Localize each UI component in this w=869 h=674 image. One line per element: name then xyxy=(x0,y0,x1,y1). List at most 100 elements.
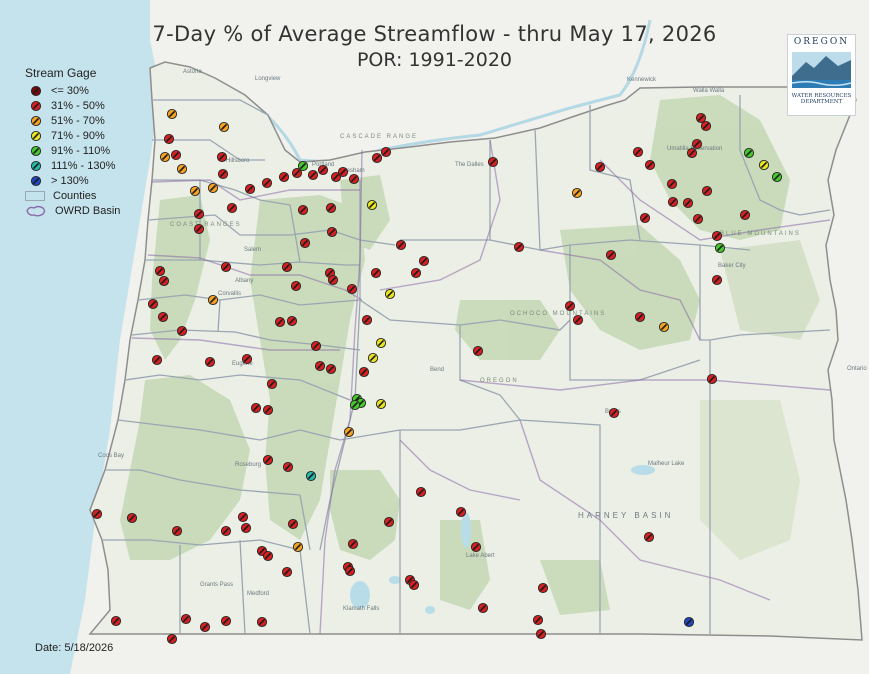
legend-marker xyxy=(30,160,42,171)
gage-marker xyxy=(470,541,482,553)
gage-marker xyxy=(711,230,723,242)
legend-class-label: 111% - 130% xyxy=(51,159,116,172)
place-label: Grants Pass xyxy=(200,582,233,588)
gage-marker xyxy=(256,616,268,628)
gage-marker xyxy=(207,182,219,194)
gage-marker xyxy=(237,511,249,523)
gage-marker xyxy=(594,161,606,173)
gage-marker xyxy=(220,525,232,537)
gage-marker xyxy=(370,267,382,279)
gage-marker xyxy=(180,613,192,625)
gage-marker xyxy=(290,280,302,292)
gage-marker xyxy=(151,354,163,366)
gage-marker xyxy=(695,112,707,124)
map-title: 7-Day % of Average Streamflow - thru May… xyxy=(152,22,717,46)
gage-marker xyxy=(317,164,329,176)
gage-marker xyxy=(358,366,370,378)
gage-marker xyxy=(343,426,355,438)
basin-swatch-icon xyxy=(26,205,46,216)
gage-marker xyxy=(307,169,319,181)
legend-counties-label: Counties xyxy=(53,189,97,202)
gage-marker xyxy=(314,360,326,372)
gage-marker xyxy=(605,249,617,261)
gage-marker xyxy=(348,173,360,185)
gage-marker xyxy=(207,294,219,306)
legend-class-row: 51% - 70% xyxy=(25,113,165,128)
gage-marker xyxy=(571,187,583,199)
gage-marker xyxy=(216,151,228,163)
place-label: Roseburg xyxy=(235,462,261,468)
legend-marker-icon xyxy=(30,145,42,156)
gage-marker xyxy=(714,242,726,254)
legend-marker xyxy=(30,85,42,96)
place-label: Hillsboro xyxy=(226,158,250,164)
legend-marker-icon xyxy=(30,85,42,96)
gage-marker xyxy=(292,541,304,553)
gage-marker xyxy=(564,300,576,312)
gage-marker xyxy=(632,146,644,158)
gage-marker xyxy=(159,151,171,163)
gage-marker xyxy=(126,512,138,524)
legend-class-row: 111% - 130% xyxy=(25,158,165,173)
gage-marker xyxy=(639,212,651,224)
gage-marker xyxy=(286,315,298,327)
gage-marker xyxy=(477,602,489,614)
gage-marker xyxy=(262,404,274,416)
legend-counties-row: Counties xyxy=(25,188,165,203)
place-label: Bend xyxy=(430,367,444,373)
lakes xyxy=(350,465,655,614)
gage-marker xyxy=(297,160,309,172)
legend-marker-icon xyxy=(30,100,42,111)
gage-marker xyxy=(297,204,309,216)
gage-marker xyxy=(472,345,484,357)
legend-marker-icon xyxy=(30,175,42,186)
gage-marker xyxy=(199,621,211,633)
range-label: OREGON xyxy=(480,378,519,384)
place-label: Eugene xyxy=(232,361,253,367)
gage-marker xyxy=(166,633,178,645)
date-label: Date: 5/18/2026 xyxy=(35,642,114,654)
gage-marker xyxy=(384,288,396,300)
gage-marker xyxy=(278,171,290,183)
place-label: Klamath Falls xyxy=(343,606,379,612)
gage-marker xyxy=(220,615,232,627)
gage-marker xyxy=(327,274,339,286)
place-label: Gresham xyxy=(340,168,365,174)
counties-swatch xyxy=(25,190,45,201)
owrd-basin-boundaries xyxy=(131,139,831,635)
gage-marker xyxy=(487,156,499,168)
gage-marker xyxy=(643,531,655,543)
gage-marker xyxy=(266,378,278,390)
gage-marker xyxy=(513,241,525,253)
gage-marker xyxy=(686,147,698,159)
gage-marker xyxy=(281,566,293,578)
gage-marker xyxy=(157,311,169,323)
gage-marker xyxy=(163,133,175,145)
legend-marker xyxy=(30,115,42,126)
gage-marker xyxy=(330,171,342,183)
place-label: Longview xyxy=(255,76,281,82)
county-boundaries xyxy=(102,95,831,635)
gage-marker xyxy=(691,138,703,150)
gage-marker xyxy=(739,209,751,221)
logo-mountain-icon xyxy=(791,52,852,88)
gage-marker xyxy=(344,565,356,577)
gage-marker xyxy=(371,152,383,164)
legend-marker xyxy=(30,100,42,111)
gage-marker xyxy=(692,213,704,225)
range-label: OCHOCO MOUNTAINS xyxy=(510,311,606,317)
gage-marker xyxy=(204,356,216,368)
gage-marker xyxy=(325,363,337,375)
gage-marker xyxy=(383,516,395,528)
gage-marker xyxy=(158,275,170,287)
gage-marker xyxy=(220,261,232,273)
gage-marker xyxy=(176,325,188,337)
gage-marker xyxy=(771,171,783,183)
gage-marker xyxy=(282,461,294,473)
gage-marker xyxy=(701,185,713,197)
gage-marker xyxy=(326,226,338,238)
gage-marker xyxy=(262,454,274,466)
gage-marker xyxy=(361,314,373,326)
gage-marker xyxy=(667,196,679,208)
gage-marker xyxy=(218,121,230,133)
